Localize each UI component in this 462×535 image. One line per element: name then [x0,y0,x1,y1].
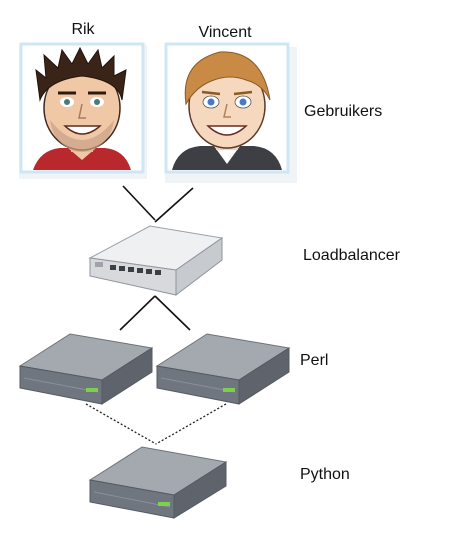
avatar-vincent [164,42,297,183]
server-led [158,502,170,506]
dotted-connector-perl1-python [85,403,157,445]
connector-switch-perl-2 [154,295,191,331]
python-server [88,446,228,519]
connector-vincent-switch [154,187,194,223]
server-led [223,388,235,392]
perl-server-2 [155,333,291,405]
loadbalancer-switch [88,225,224,297]
connector-switch-perl-1 [119,295,156,331]
user-name-rik: Rik [71,21,95,38]
connectors [119,185,194,331]
switch-ports [110,265,161,275]
perl-server-1 [18,333,154,405]
dotted-connectors [85,403,227,445]
label-gebruikers: Gebruikers [304,103,383,120]
dotted-connector-perl2-python [155,403,227,445]
server-led [86,388,98,392]
user-name-vincent: Vincent [198,24,252,41]
connector-rik-switch [122,185,156,221]
label-python: Python [300,466,350,483]
avatar-rik [19,42,147,179]
label-loadbalancer: Loadbalancer [303,247,400,264]
label-perl: Perl [300,352,329,369]
